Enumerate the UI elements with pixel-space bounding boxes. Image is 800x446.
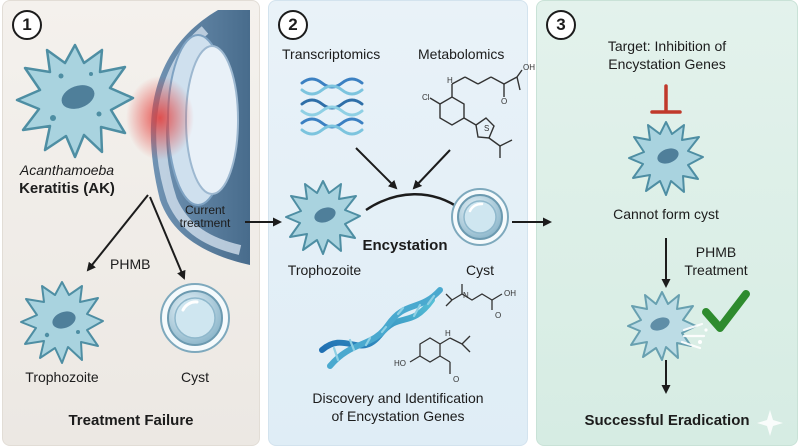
trophozoite-cell-p3 <box>628 121 704 196</box>
treatment-label-1: PHMB <box>695 244 737 260</box>
inflammation-spot <box>126 76 194 160</box>
drug-label: PHMB <box>110 256 151 272</box>
atom-o-2: O <box>495 311 501 320</box>
dying-amoeba <box>627 291 708 361</box>
branch-arrows <box>86 194 186 280</box>
cannot-form-cyst-label: Cannot form cyst <box>613 206 719 222</box>
step-number-2: 2 <box>278 10 308 40</box>
cyst-label-p1: Cyst <box>181 369 209 385</box>
atom-oh: OH <box>523 63 535 72</box>
transcriptomics-icon <box>300 77 364 136</box>
atom-o: O <box>501 97 507 106</box>
encystation-label: Encystation <box>362 237 448 254</box>
disease-name: Keratitis (AK) <box>19 180 115 197</box>
check-icon <box>702 290 750 332</box>
transcriptomics-label: Transcriptomics <box>282 46 381 62</box>
atom-s: S <box>484 124 489 133</box>
metabolomics-molecule <box>429 69 523 158</box>
target-label-2: Encystation Genes <box>608 56 726 72</box>
omics-arrows <box>355 147 464 212</box>
organism-name: Acanthamoeba <box>19 162 115 178</box>
trophozoite-cell-small <box>20 281 104 364</box>
dna-helix <box>319 287 443 369</box>
trophozoite-label-p1: Trophozoite <box>25 369 99 385</box>
atom-o-3: O <box>453 375 459 384</box>
trophozoite-cell-p2 <box>285 180 361 255</box>
inhibition-symbol <box>650 84 682 114</box>
target-label-1: Target: Inhibition of <box>607 38 727 54</box>
atom-cl: Cl <box>422 93 430 102</box>
trophozoite-label-p2: Trophozoite <box>287 262 362 278</box>
cyst-cell-p2 <box>451 188 509 246</box>
atom-h: H <box>447 76 453 85</box>
atom-n: N <box>463 291 469 300</box>
discovery-label-1: Discovery and Identification <box>312 390 484 406</box>
discovery-label-2: of Encystation Genes <box>331 408 465 424</box>
cyst-cell-p1 <box>160 283 230 353</box>
outcome-failure: Treatment Failure <box>68 412 194 429</box>
atom-oh-2: OH <box>504 289 516 298</box>
trophozoite-cell-ak <box>15 43 135 159</box>
treatment-label-2: Treatment <box>684 262 748 278</box>
sparkle-icon <box>757 410 783 436</box>
eye-illustration <box>126 10 250 265</box>
current-treatment-label-2: treatment <box>179 216 231 230</box>
current-treatment-label-1: Current <box>184 203 225 217</box>
atom-ho: HO <box>394 359 406 368</box>
small-molecules <box>409 284 503 374</box>
outcome-success: Successful Eradication <box>584 412 750 429</box>
cyst-label-p2: Cyst <box>466 262 494 278</box>
step-number-3: 3 <box>546 10 576 40</box>
metabolomics-label: Metabolomics <box>418 46 505 62</box>
molecule-labels: Cl H O OH S <box>422 63 535 133</box>
small-molecule-labels: N O OH H HO O <box>394 289 516 384</box>
step-number-1: 1 <box>12 10 42 40</box>
atom-h-2: H <box>445 329 451 338</box>
